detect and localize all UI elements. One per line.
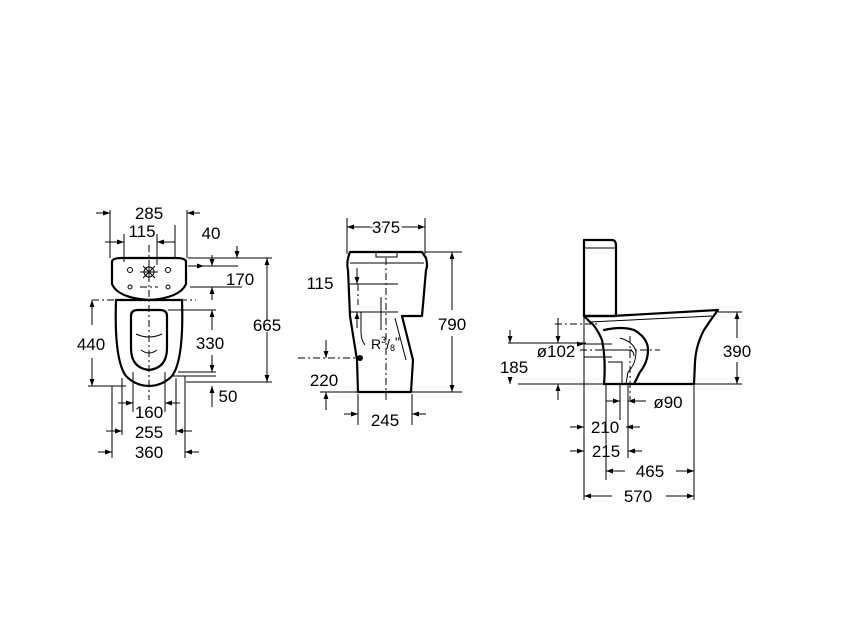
front-view-cistern-outline (346, 250, 429, 394)
dim-top-285: 285 (135, 204, 163, 223)
top-view-seat-opening (129, 308, 169, 372)
dim-side-210: 210 (591, 418, 619, 437)
dim-top-115: 115 (128, 222, 155, 241)
dim-side-390: 390 (723, 342, 751, 361)
dim-side-d90: ø90 (653, 393, 682, 412)
side-view-bowl-outline (582, 308, 720, 386)
dim-top-665: 665 (253, 316, 281, 335)
front-view: 375 115 790 R3/8" 220 245 (298, 216, 466, 430)
front-view-thread-label: R3/8" (371, 334, 400, 353)
front-view-water-inlet (357, 355, 363, 361)
dim-top-360: 360 (135, 443, 163, 462)
dim-side-185: 185 (500, 358, 528, 377)
dim-top-50: 50 (219, 387, 238, 406)
dim-side-d102: ø102 (537, 342, 576, 361)
top-view-bowl-outline (114, 298, 184, 388)
dim-front-245: 245 (371, 411, 399, 430)
dim-top-170: 170 (226, 270, 254, 289)
dim-side-570: 570 (624, 487, 652, 506)
dim-front-375: 375 (372, 218, 400, 237)
dim-side-465: 465 (636, 462, 664, 481)
side-view: ø102 185 390 ø90 210 215 4 (500, 238, 751, 506)
dim-top-160: 160 (135, 403, 163, 422)
dim-top-440: 440 (77, 335, 105, 354)
side-view-outlet (602, 326, 650, 386)
top-view: 285 115 40 170 665 330 440 (77, 204, 281, 462)
dim-top-330: 330 (196, 334, 224, 353)
dim-front-790: 790 (438, 315, 466, 334)
dim-front-220: 220 (310, 371, 338, 390)
dim-top-255: 255 (135, 423, 163, 442)
side-view-cistern-outline (582, 238, 618, 318)
dim-front-115: 115 (306, 274, 333, 293)
dim-top-40: 40 (202, 224, 221, 243)
top-view-cistern-outline (110, 256, 188, 302)
